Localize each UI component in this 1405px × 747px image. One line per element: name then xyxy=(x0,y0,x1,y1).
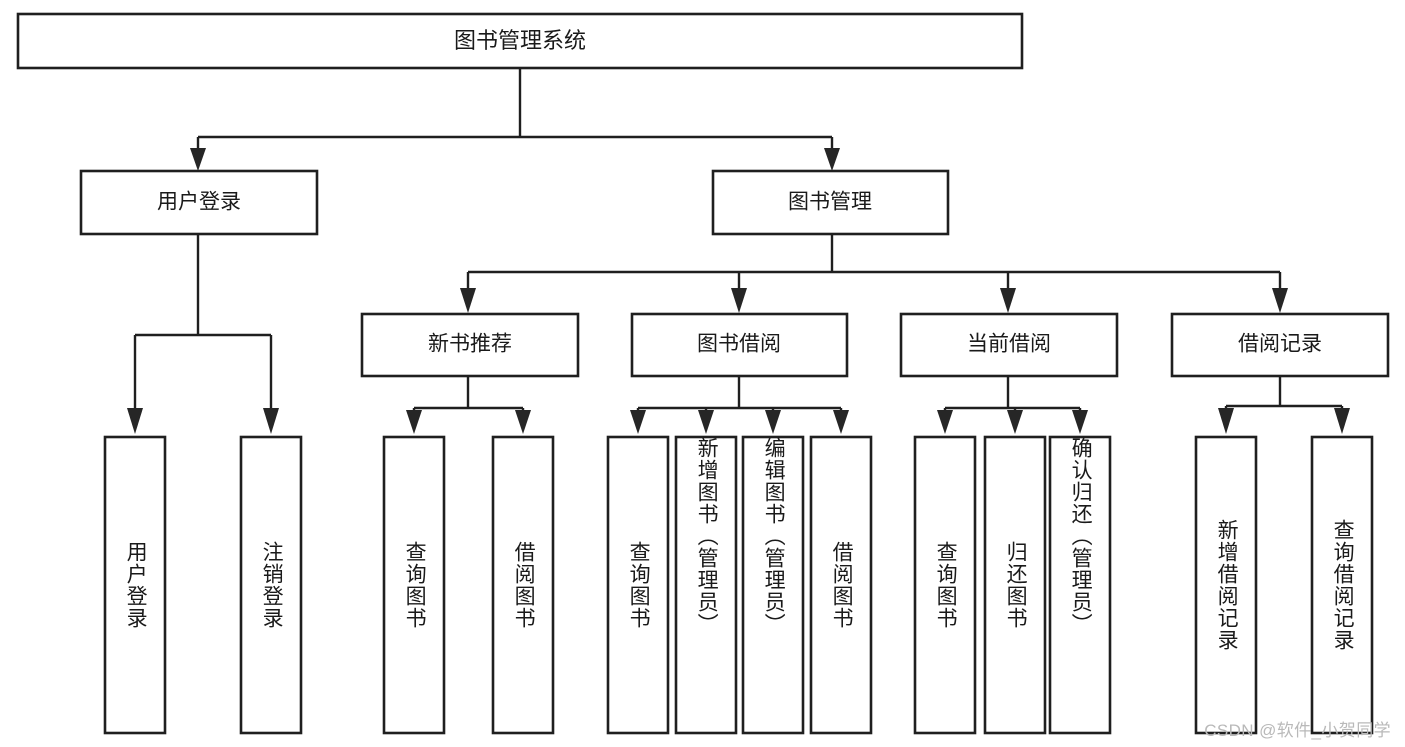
arrow-to-leaf-borrow-book-2 xyxy=(833,410,849,434)
leaf-boxes xyxy=(103,435,1374,735)
node-current-borrow-label: 当前借阅 xyxy=(967,333,1051,356)
node-new-book-recommend-box[interactable] xyxy=(360,312,580,378)
arrow-to-leaf-logout-login xyxy=(263,408,279,434)
node-user-login-box[interactable] xyxy=(79,169,319,236)
connector-bookborrow-to-leaves xyxy=(630,377,849,434)
arrow-to-book-management xyxy=(824,148,840,171)
arrow-to-leaf-return-book xyxy=(1007,410,1023,434)
arrow-to-leaf-query-book-2 xyxy=(630,410,646,434)
leaf-box-user-login[interactable] xyxy=(103,435,167,735)
node-root-label: 图书管理系统 xyxy=(454,28,586,53)
arrow-to-leaf-edit-book xyxy=(765,410,781,434)
leaf-box-borrow-book-2[interactable] xyxy=(809,435,873,735)
leaf-box-query-book-2[interactable] xyxy=(606,435,670,735)
arrow-to-book-borrow xyxy=(731,288,747,313)
connector-root-to-level2 xyxy=(190,68,840,171)
arrow-to-current-borrow xyxy=(1000,288,1016,313)
node-new-book-recommend-label: 新书推荐 xyxy=(428,333,512,356)
node-user-login[interactable]: 用户登录 xyxy=(79,169,319,236)
node-borrow-record[interactable]: 借阅记录 xyxy=(1170,312,1390,378)
node-current-borrow-box[interactable] xyxy=(899,312,1119,378)
node-book-management[interactable]: 图书管理 xyxy=(711,169,950,236)
connector-bookmgmt-to-level3 xyxy=(460,234,1288,313)
node-new-book-recommend[interactable]: 新书推荐 xyxy=(360,312,580,378)
node-borrow-record-box[interactable] xyxy=(1170,312,1390,378)
arrow-to-leaf-query-book-3 xyxy=(937,410,953,434)
arrow-to-leaf-query-book-1 xyxy=(406,410,422,434)
leaf-box-confirm-return[interactable] xyxy=(1048,435,1112,735)
arrow-to-leaf-borrow-book-1 xyxy=(515,410,531,434)
arrow-to-leaf-add-book xyxy=(698,410,714,434)
node-current-borrow[interactable]: 当前借阅 xyxy=(899,312,1119,378)
leaf-box-query-record[interactable] xyxy=(1310,435,1374,735)
node-book-borrow-label: 图书借阅 xyxy=(697,333,781,356)
arrow-to-leaf-confirm-return xyxy=(1072,410,1088,434)
watermark-text: CSDN @软件_小贺同学 xyxy=(1204,721,1391,740)
node-book-management-label: 图书管理 xyxy=(788,191,872,214)
connector-currentborrow-to-leaves xyxy=(937,377,1088,434)
leaf-box-borrow-book-1[interactable] xyxy=(491,435,555,735)
node-book-borrow-box[interactable] xyxy=(630,312,849,378)
arrow-to-leaf-user-login xyxy=(127,408,143,434)
leaf-box-return-book[interactable] xyxy=(983,435,1047,735)
leaf-box-edit-book[interactable] xyxy=(741,435,805,735)
node-user-login-label: 用户登录 xyxy=(157,191,241,214)
leaf-box-query-book-1[interactable] xyxy=(382,435,446,735)
node-book-management-box[interactable] xyxy=(711,169,950,236)
arrow-to-borrow-record xyxy=(1272,288,1288,313)
node-book-borrow[interactable]: 图书借阅 xyxy=(630,312,849,378)
arrow-to-leaf-query-record xyxy=(1334,408,1350,434)
node-root[interactable]: 图书管理系统 xyxy=(16,12,1024,70)
node-borrow-record-label: 借阅记录 xyxy=(1238,333,1322,356)
leaf-box-query-book-3[interactable] xyxy=(913,435,977,735)
node-root-box[interactable] xyxy=(16,12,1024,70)
leaf-box-add-book[interactable] xyxy=(674,435,738,735)
connector-userlogin-to-leaves xyxy=(127,234,279,434)
arrow-to-leaf-add-record xyxy=(1218,408,1234,434)
connector-borrowrecord-to-leaves xyxy=(1218,377,1350,434)
leaf-box-add-record[interactable] xyxy=(1194,435,1258,735)
arrow-to-user-login xyxy=(190,148,206,171)
arrow-to-new-book-recommend xyxy=(460,288,476,313)
connector-newbook-to-leaves xyxy=(406,377,531,434)
leaf-box-logout-login[interactable] xyxy=(239,435,303,735)
